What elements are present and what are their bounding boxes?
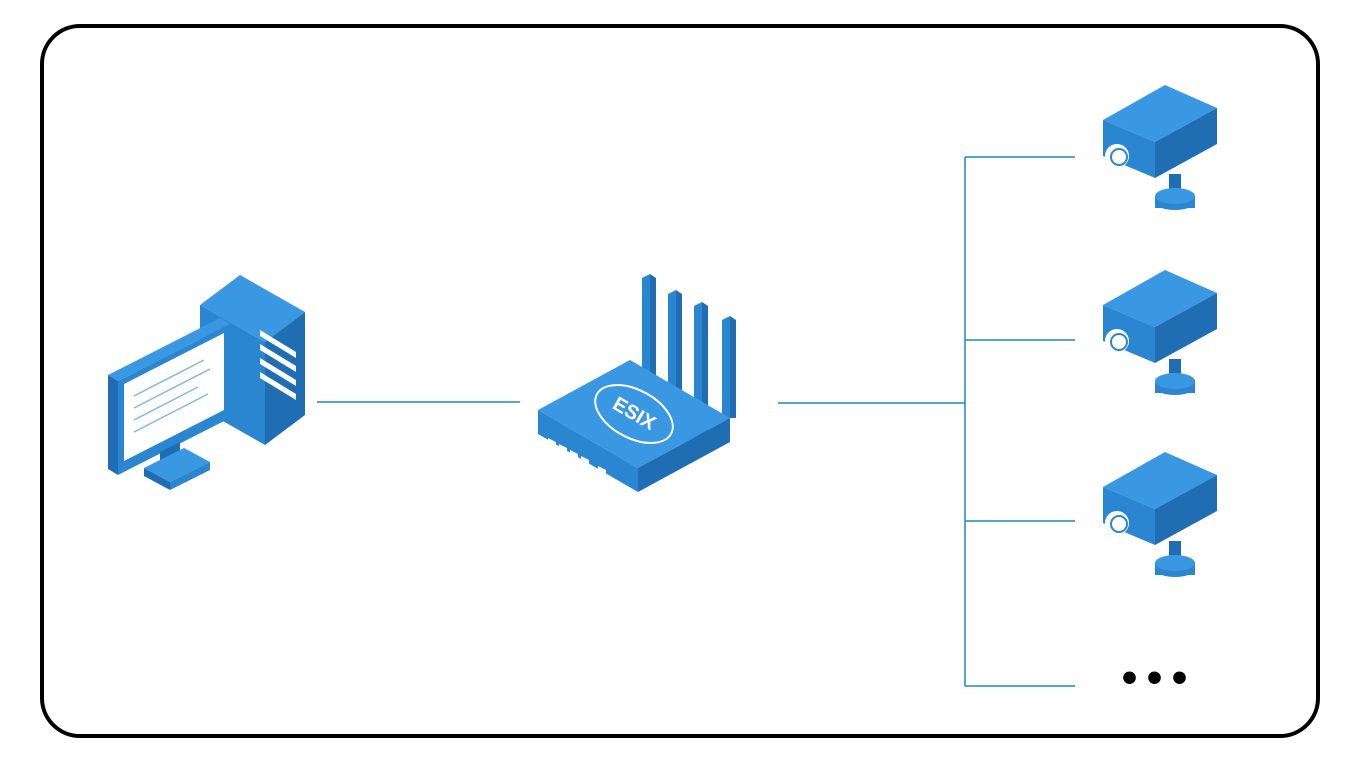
desktop-computer-icon bbox=[108, 275, 305, 490]
security-camera-icon bbox=[1103, 270, 1217, 395]
wireless-router-icon: ESIX bbox=[538, 274, 736, 492]
security-camera-icon bbox=[1103, 85, 1217, 210]
more-devices-ellipsis: ••• bbox=[1118, 659, 1194, 700]
security-camera-icon bbox=[1103, 452, 1217, 577]
